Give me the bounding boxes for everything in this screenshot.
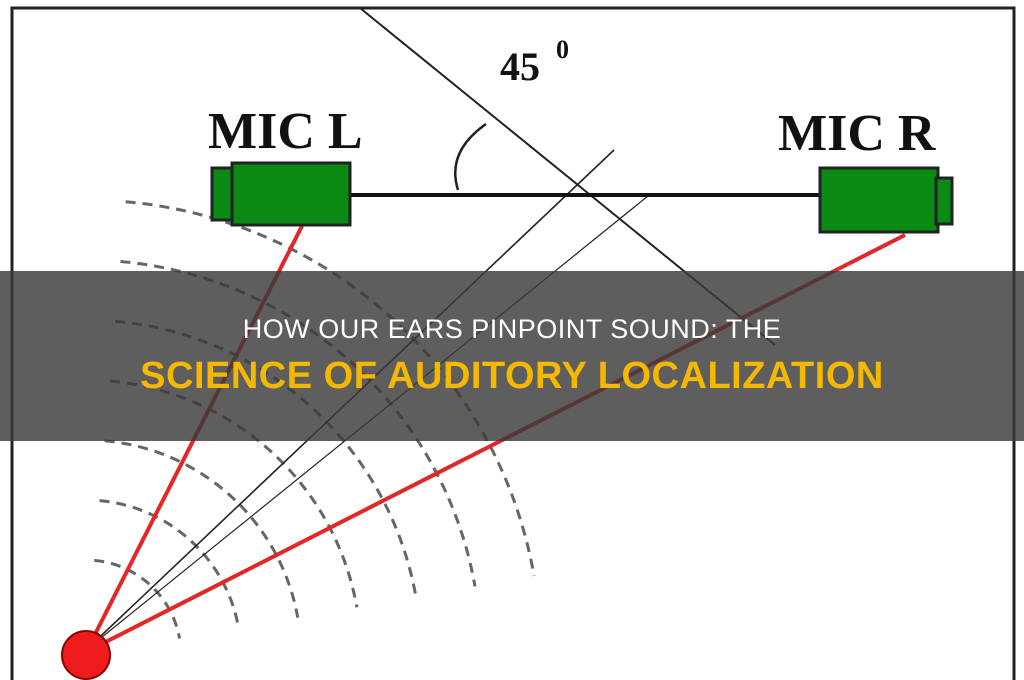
angle-degree-mark: 0 <box>556 35 569 64</box>
mic-left-label: MIC L <box>208 103 363 160</box>
mic-right-label: MIC R <box>778 105 937 162</box>
article-title-line-2: SCIENCE OF AUDITORY LOCALIZATION <box>140 355 884 397</box>
angle-arc <box>454 122 487 191</box>
mic-left <box>210 161 352 227</box>
title-banner: HOW OUR EARS PINPOINT SOUND: THE SCIENCE… <box>0 271 1024 441</box>
wave-arc-3 <box>104 439 300 618</box>
wave-arc-2 <box>99 499 241 629</box>
angle-label: 45 <box>500 44 540 89</box>
mic-right <box>818 166 954 234</box>
wave-arc-1 <box>94 558 182 639</box>
article-title-line-1: HOW OUR EARS PINPOINT SOUND: THE <box>242 314 782 344</box>
wave-arc-5 <box>115 319 418 598</box>
sound-source-dot <box>61 630 111 680</box>
